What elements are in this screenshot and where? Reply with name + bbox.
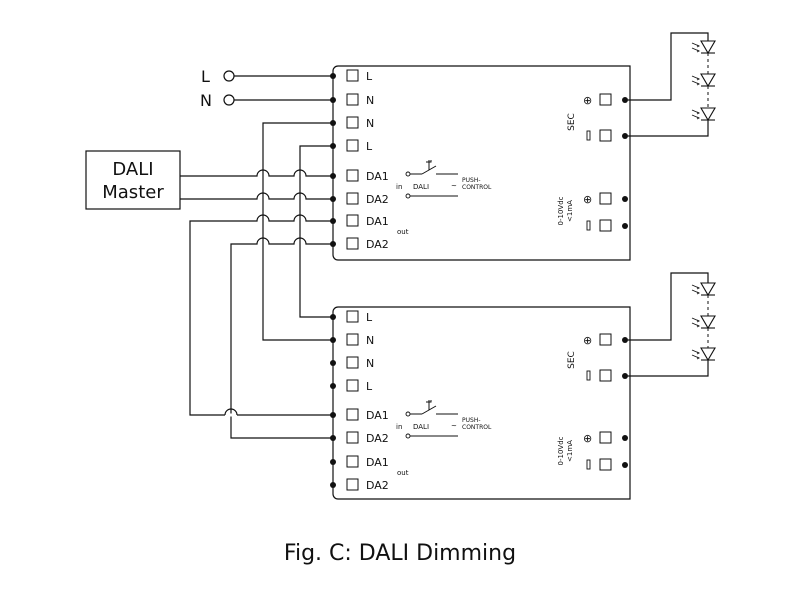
led-icon <box>691 347 716 361</box>
svg-text:~: ~ <box>451 422 457 430</box>
led-icon <box>691 315 716 329</box>
d2-sec-plus-terminal <box>599 333 612 346</box>
led-icon <box>691 282 716 296</box>
led-string-2 <box>628 272 716 377</box>
d2-sec-minus-terminal <box>599 369 612 382</box>
d2-term-3: N <box>366 357 374 370</box>
d1-push-switch-schematic: ~ <box>405 160 458 199</box>
d2-ctl-plus-terminal <box>599 431 612 444</box>
svg-text:~: ~ <box>451 182 457 190</box>
dali-master-line2: Master <box>102 182 164 203</box>
d1-term-3: N <box>366 117 374 130</box>
d2-term-8: DA2 <box>366 479 389 492</box>
d2-push-label-2: CONTROL <box>462 424 492 431</box>
led-icon <box>691 40 716 54</box>
wire-hop <box>224 408 238 416</box>
d1-term-8: DA2 <box>366 238 389 251</box>
d2-dali-label: DALI <box>413 423 429 431</box>
d2-term-7: DA1 <box>366 456 389 469</box>
d2-term-5: DA1 <box>366 409 389 422</box>
mains-l-terminal <box>223 70 235 82</box>
wiring <box>180 122 333 439</box>
d1-ctl-plus-mark: ⊕ <box>583 193 592 206</box>
d2-ctl-minus-mark <box>586 459 591 470</box>
figure-caption: Fig. C: DALI Dimming <box>284 541 516 566</box>
d2-ctl-label-1: 0-10Vdc <box>557 436 565 465</box>
d1-in-label: in <box>396 183 402 191</box>
d1-term-2: N <box>366 94 374 107</box>
mains-n-label: N <box>200 91 212 110</box>
d1-term-5: DA1 <box>366 170 389 183</box>
dali-master-box <box>85 150 181 210</box>
d2-push-label-1: PUSH- <box>462 417 481 424</box>
d2-ctl-plus-mark: ⊕ <box>583 432 592 445</box>
d2-in-label: in <box>396 423 402 431</box>
d2-sec-plus-mark: ⊕ <box>583 334 592 347</box>
d1-sec-minus-terminal <box>599 129 612 142</box>
led-icon <box>691 107 716 121</box>
d2-sec-label: SEC <box>567 351 577 369</box>
d2-sec-minus-mark <box>586 370 591 381</box>
driver2-terminals <box>330 310 359 491</box>
d1-term-4: L <box>366 140 373 153</box>
d1-ctl-minus-mark <box>586 220 591 231</box>
d1-sec-plus-terminal <box>599 93 612 106</box>
d2-term-2: N <box>366 334 374 347</box>
driver2: L N N L DA1 DA2 DA1 DA2 in out ~ DALI PU… <box>330 306 631 500</box>
d1-sec-minus-mark <box>586 130 591 141</box>
d1-push-label-1: PUSH- <box>462 177 481 184</box>
d1-ctl-minus-terminal <box>599 219 612 232</box>
d1-push-label-2: CONTROL <box>462 184 492 191</box>
d2-out-label: out <box>397 469 409 477</box>
d2-term-6: DA2 <box>366 432 389 445</box>
driver1-terminals <box>330 69 359 250</box>
d1-ctl-plus-terminal <box>599 192 612 205</box>
d1-sec-plus-mark: ⊕ <box>583 94 592 107</box>
d1-term-1: L <box>366 70 373 83</box>
d1-ctl-label-2: <1mA <box>566 200 574 222</box>
d1-term-6: DA2 <box>366 193 389 206</box>
d1-term-7: DA1 <box>366 215 389 228</box>
d2-term-4: L <box>366 380 373 393</box>
d1-sec-label: SEC <box>567 113 577 131</box>
d1-out-label: out <box>397 228 409 236</box>
led-string-1 <box>628 32 716 137</box>
d2-term-1: L <box>366 311 373 324</box>
d2-ctl-label-2: <1mA <box>566 440 574 462</box>
driver1: L N N L DA1 DA2 DA1 DA2 in out ~ DALI PU… <box>330 65 631 261</box>
mains-n-terminal <box>223 94 235 106</box>
led-icon <box>691 73 716 87</box>
d2-push-switch-schematic: ~ <box>405 400 458 439</box>
mains-l-label: L <box>201 67 210 86</box>
d2-ctl-minus-terminal <box>599 458 612 471</box>
dali-master-line1: DALI <box>112 159 153 180</box>
d1-dali-label: DALI <box>413 183 429 191</box>
d1-ctl-label-1: 0-10Vdc <box>557 196 565 225</box>
